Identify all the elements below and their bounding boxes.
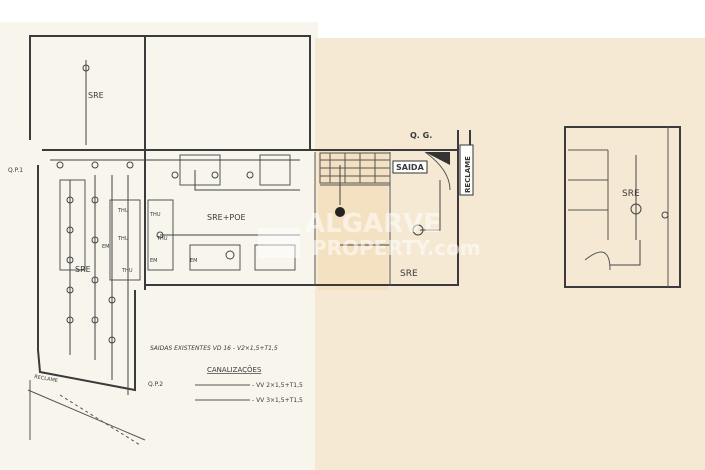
label-thu: THU bbox=[156, 236, 168, 242]
watermark-line1: ALGARVE bbox=[305, 209, 441, 239]
label-thu: THU bbox=[117, 208, 129, 214]
light-fixtures bbox=[56, 64, 669, 344]
legend-line-1: - VV 2×1,5+T1,5 bbox=[252, 382, 303, 389]
label-thu: THU bbox=[121, 268, 133, 274]
label-em: EM bbox=[102, 244, 109, 250]
label-em: EM bbox=[150, 258, 157, 264]
exit-sign-box bbox=[392, 160, 428, 174]
legend-line-2: - VV 3×1,5+T1,5 bbox=[252, 397, 303, 404]
walls bbox=[27, 35, 681, 446]
label-qp2: Q.P.2 bbox=[148, 381, 163, 388]
label-sre-poe: SRE+POE bbox=[207, 213, 246, 222]
label-sre-top-left: SRE bbox=[88, 91, 104, 100]
label-em: EM bbox=[190, 258, 197, 264]
label-thu: THU bbox=[117, 236, 129, 242]
label-sre-center: SRE bbox=[400, 269, 418, 279]
legend-title: CANALIZAÇÕES bbox=[207, 365, 262, 374]
label-sre-right: SRE bbox=[622, 189, 640, 199]
reclame-sign-box bbox=[459, 144, 474, 196]
label-qp1: Q.P.1 bbox=[8, 167, 23, 174]
reclame-sign-text: RECLAME bbox=[464, 156, 472, 193]
exit-sign-text: SAIDA bbox=[396, 163, 425, 172]
label-thu: THU bbox=[149, 212, 161, 218]
watermark-line2: PROPERTY.com bbox=[312, 236, 481, 260]
watermark-logo: ALGARVE PROPERTY.com bbox=[258, 209, 481, 260]
label-sre-left: SRE bbox=[75, 265, 91, 274]
label-qg: Q. G. bbox=[410, 131, 432, 140]
existing-outlets-note: SAIDAS EXISTENTES VD 16 - V2×1,5+T1,5 bbox=[150, 345, 278, 352]
reclame-bottom-text: RECLAME bbox=[34, 374, 59, 384]
wiring bbox=[50, 60, 641, 395]
